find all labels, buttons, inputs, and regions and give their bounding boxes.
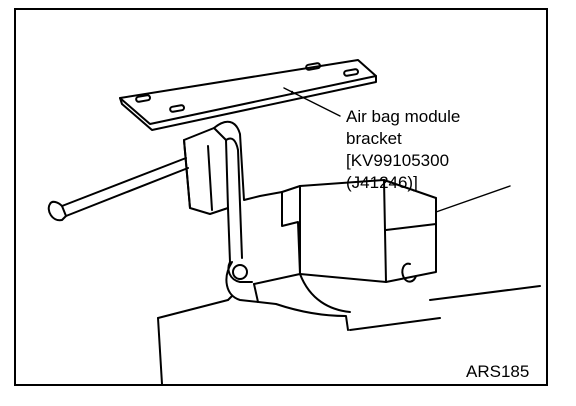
bracket-callout-label: Air bag module bracket [KV99105300 (J412…: [346, 106, 460, 194]
vise-screw-shaft: [47, 157, 189, 222]
figure-code: ARS185: [466, 362, 530, 381]
vise-rear-jaw: [183, 127, 229, 215]
callout-line-4: (J41246)]: [346, 173, 418, 192]
callout-line-1: Air bag module: [346, 107, 461, 126]
vise-body: [213, 120, 351, 331]
callout-line-2: bracket: [346, 129, 402, 148]
callout-line-3: [KV99105300: [346, 151, 450, 170]
slide-bar-leader-line: [435, 185, 511, 213]
vise-slide-bar: [281, 179, 437, 283]
leader-lines: [283, 87, 511, 213]
bracket-leader-line: [283, 87, 341, 117]
figure-frame: [14, 8, 548, 386]
workbench: [157, 285, 541, 385]
air-bag-module-bracket-plate: [119, 59, 377, 131]
